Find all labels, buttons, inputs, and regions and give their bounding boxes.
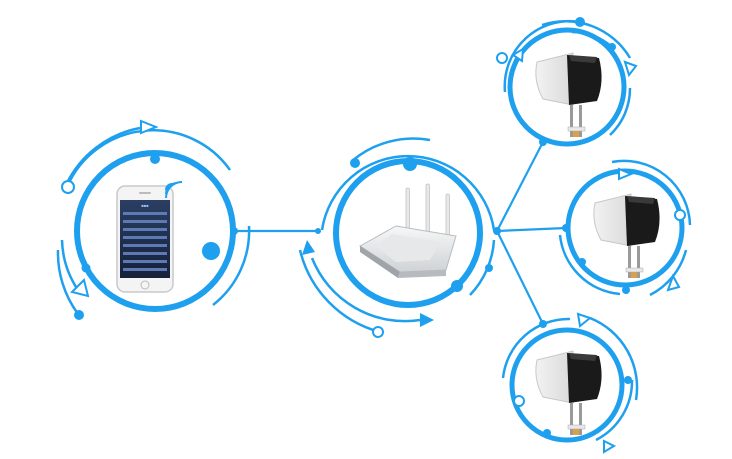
valve-bottom-node <box>501 312 639 454</box>
arrow-icon <box>618 167 634 181</box>
smartphone-icon: ■■■ <box>116 181 183 293</box>
orbit-node-open <box>496 52 508 64</box>
arrow-icon <box>576 312 593 328</box>
link-router-valve-bottom <box>496 230 544 325</box>
orbit-node <box>562 224 570 232</box>
phone-screen-title: ■■■ <box>141 203 149 208</box>
router-node <box>298 137 501 338</box>
valve-top-node <box>496 17 638 147</box>
arrow-icon <box>511 47 525 63</box>
orbit-node <box>539 320 547 328</box>
orbit-node <box>451 280 463 292</box>
orbit-node <box>608 43 616 51</box>
valve-actuator-icon <box>535 350 602 435</box>
router-orbit-arc-bottom <box>310 257 421 323</box>
phone-ring-outer-left <box>60 239 80 291</box>
phone-ring-outer-right <box>212 225 251 306</box>
phone-orbit-arc-bottom <box>56 249 80 315</box>
orbit-node <box>578 258 586 266</box>
valve-middle-ring-outer-left <box>558 234 621 296</box>
arrow-icon <box>666 273 681 292</box>
valve-actuator-icon <box>535 52 602 137</box>
valve-top-orbit-arc <box>541 20 632 59</box>
arrow-icon <box>603 439 617 454</box>
orbit-node <box>624 376 632 384</box>
phone-node <box>56 119 251 320</box>
valve-middle-ring-outer <box>611 159 692 226</box>
valve-bottom-ring-outer-right <box>595 379 634 442</box>
link-router-valve-top <box>496 141 544 232</box>
orbit-node <box>539 138 547 146</box>
phone-orbit-arc-top <box>64 126 141 186</box>
valve-top-ring-inner <box>507 27 627 147</box>
orbit-node <box>575 17 585 27</box>
valve-middle-node <box>558 159 692 297</box>
arrow-icon <box>70 278 90 298</box>
orbit-node <box>622 286 630 294</box>
router-ring-outer-top <box>320 154 496 231</box>
orbit-node-open <box>674 209 686 221</box>
orbit-node <box>202 242 220 260</box>
connection-lines <box>234 141 567 325</box>
phone-ring-outer-top <box>65 129 232 188</box>
orbit-node <box>81 263 91 273</box>
orbit-node <box>403 157 417 171</box>
valve-top-ring-outer-right <box>609 87 632 136</box>
router-orbit-arc-outer <box>298 249 381 334</box>
orbit-node <box>315 228 321 234</box>
arrow-icon <box>420 313 434 327</box>
valve-bottom-orbit-arc <box>589 316 639 401</box>
orbit-node-open <box>513 395 525 407</box>
orbit-node <box>350 158 360 168</box>
wifi-signal-icon <box>165 181 183 199</box>
router-orbit-arc-top <box>351 137 431 162</box>
orbit-node <box>230 227 238 235</box>
wifi-router-icon <box>359 183 457 278</box>
arrow-icon <box>623 60 638 78</box>
valve-actuator-icon <box>593 193 660 278</box>
orbit-node <box>493 227 501 235</box>
orbit-node <box>74 310 84 320</box>
arrow-icon <box>140 119 159 135</box>
valve-bottom-ring-inner <box>509 327 625 443</box>
orbit-node <box>150 154 160 164</box>
orbit-node <box>485 264 493 272</box>
orbit-node <box>543 429 551 437</box>
orbit-node-open <box>372 326 384 338</box>
arrow-icon <box>302 240 315 255</box>
link-router-valve-middle <box>496 226 567 233</box>
orbit-node-open <box>61 180 75 194</box>
valve-bottom-ring-outer <box>501 317 571 379</box>
